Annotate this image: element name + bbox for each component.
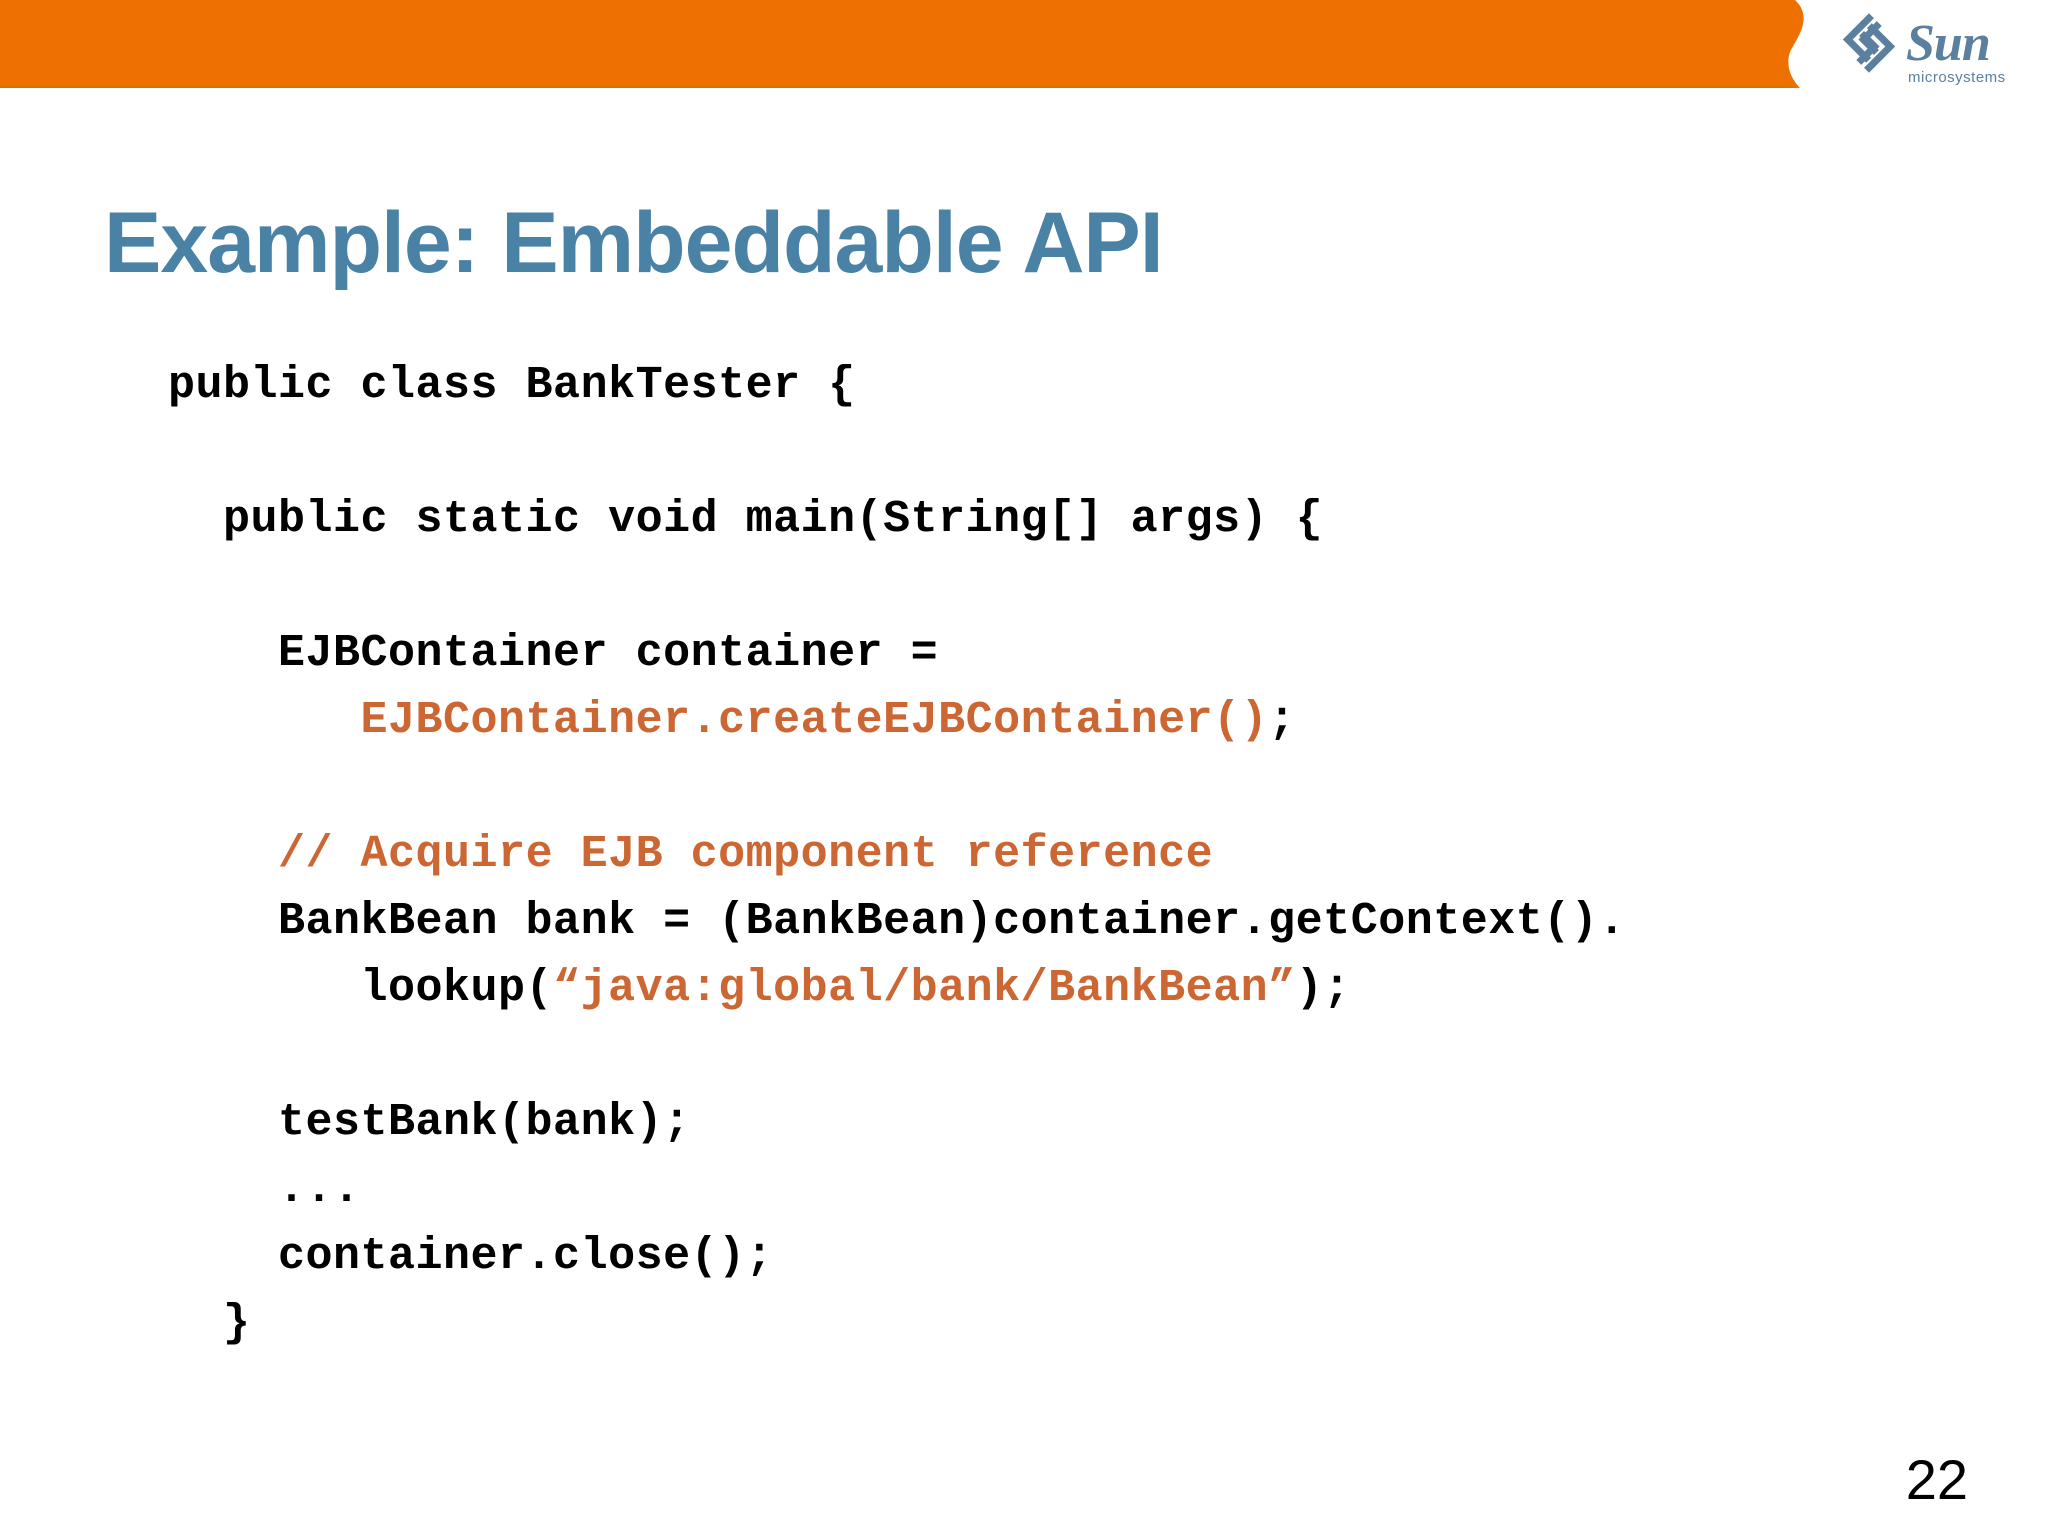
code-token: ); xyxy=(1295,963,1351,1014)
svg-text:Sun: Sun xyxy=(1906,15,1990,72)
code-token: } xyxy=(168,1298,251,1349)
sun-microsystems-logo: Sun microsystems xyxy=(1836,8,2026,92)
code-line: EJBContainer container = xyxy=(168,620,1968,687)
code-token: BankBean bank = (BankBean)container.getC… xyxy=(168,896,1626,947)
code-token-highlight: // Acquire EJB component reference xyxy=(278,829,1214,880)
code-token: ... xyxy=(168,1164,361,1215)
sun-wordmark: Sun microsystems xyxy=(1906,15,2006,86)
code-line: } xyxy=(168,1290,1968,1357)
code-line xyxy=(168,754,1968,821)
code-line: BankBean bank = (BankBean)container.getC… xyxy=(168,888,1968,955)
code-line xyxy=(168,553,1968,620)
header-band xyxy=(0,0,1832,88)
code-line xyxy=(168,419,1968,486)
code-line: container.close(); xyxy=(168,1223,1968,1290)
svg-text:microsystems: microsystems xyxy=(1908,69,2006,86)
slide-title: Example: Embeddable API xyxy=(104,194,1164,291)
code-line: ... xyxy=(168,1156,1968,1223)
code-token xyxy=(168,695,361,746)
code-token: container.close(); xyxy=(168,1231,774,1282)
page-number: 22 xyxy=(1905,1448,1968,1511)
code-line: testBank(bank); xyxy=(168,1089,1968,1156)
sun-diamond-icon xyxy=(1842,13,1896,73)
code-block: public class BankTester { public static … xyxy=(168,352,1968,1357)
code-line: public class BankTester { xyxy=(168,352,1968,419)
code-line: lookup(“java:global/bank/BankBean”); xyxy=(168,955,1968,1022)
code-line xyxy=(168,1022,1968,1089)
code-token: ; xyxy=(1268,695,1296,746)
code-line: // Acquire EJB component reference xyxy=(168,821,1968,888)
code-line: public static void main(String[] args) { xyxy=(168,486,1968,553)
code-line: EJBContainer.createEJBContainer(); xyxy=(168,687,1968,754)
code-token: public static void main(String[] args) { xyxy=(168,494,1324,545)
code-token: public class BankTester { xyxy=(168,360,856,411)
code-token-highlight: “java:global/bank/BankBean” xyxy=(553,963,1296,1014)
code-token: lookup( xyxy=(168,963,554,1014)
code-token: testBank(bank); xyxy=(168,1097,691,1148)
code-token-highlight: EJBContainer.createEJBContainer() xyxy=(360,695,1269,746)
code-token xyxy=(168,829,278,880)
code-token: EJBContainer container = xyxy=(168,628,939,679)
